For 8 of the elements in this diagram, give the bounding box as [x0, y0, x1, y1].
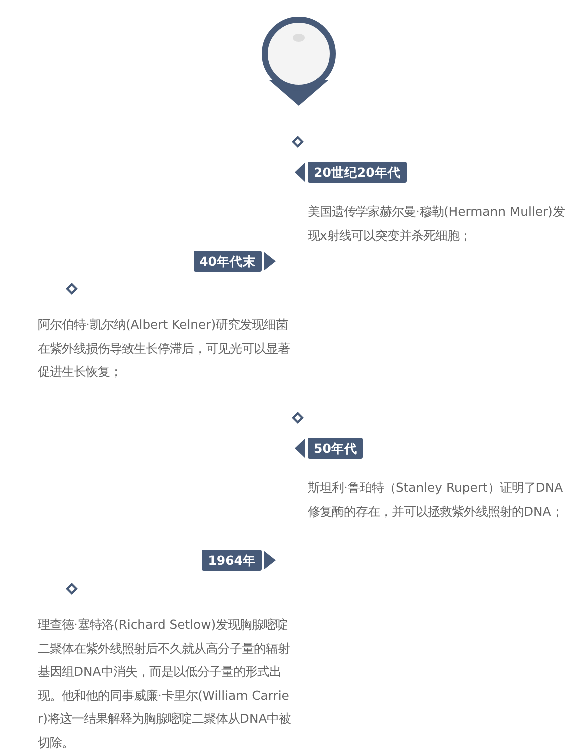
description-text: 美国遗传学家赫尔曼·穆勒(Hermann Muller)发现x射线可以突变并杀死细胞； [308, 203, 566, 244]
date-tag: 50年代 [308, 438, 364, 459]
description-text: 理查德·塞特洛(Richard Setlow)发现胸腺嘧啶二聚体在紫外线照射后不久就从高分子量的辐射基因组DNA中消失，而是以低分子量的形式出现。他和他的同事威廉·卡里尔(William Carrier)将这一结果解释为胸腺嘧啶二聚体从DNA中被切除。 [38, 616, 292, 752]
date-tag: 40年代末 [194, 251, 262, 272]
date-tag: 20世纪20年代 [308, 162, 407, 183]
description-text: 阿尔伯特·凯尔纳(Albert Kelner)研究发现细菌在紫外线损伤导致生长停滞后，可见光可以显著促进生长恢复； [38, 316, 291, 381]
date-tag: 1964年 [202, 550, 262, 571]
description-text: 斯坦利·鲁珀特（Stanley Rupert）证明了DNA修复酶的存在，并可以拯救紫外线照射的DNA； [308, 479, 564, 520]
